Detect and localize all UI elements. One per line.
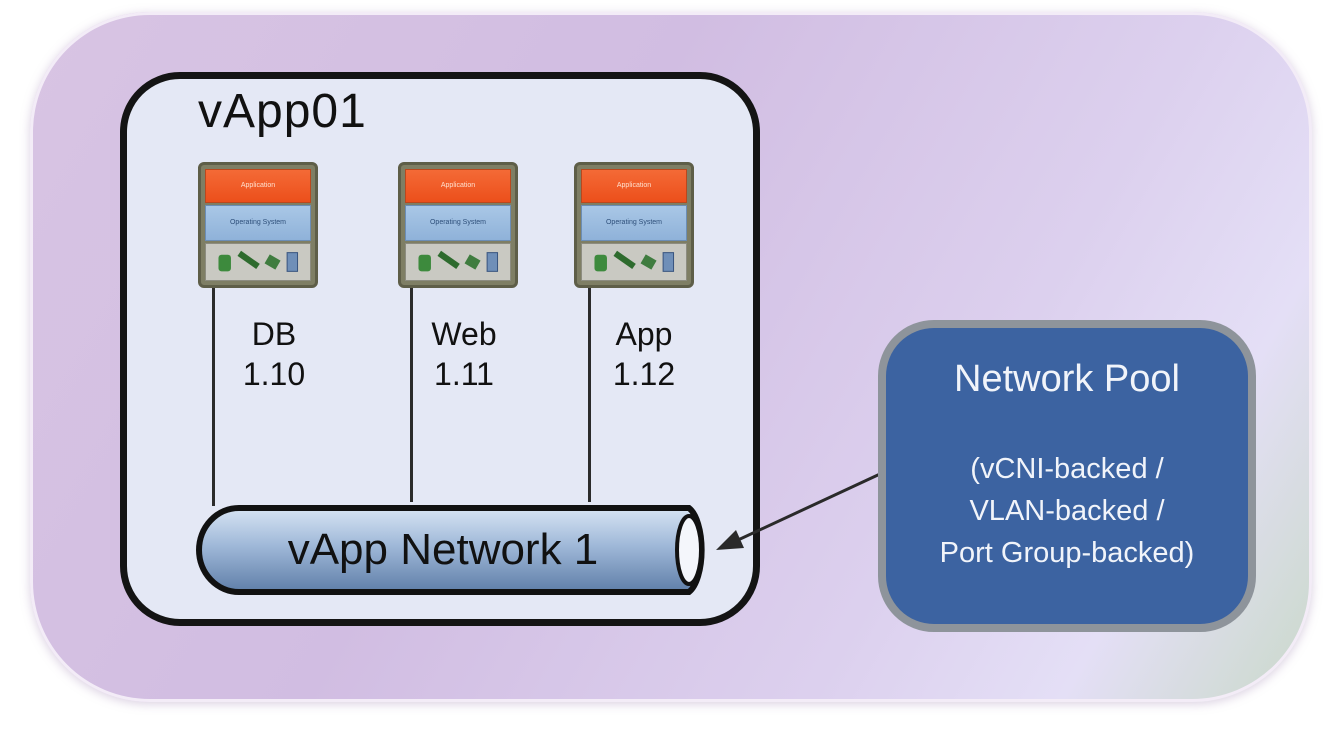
vm-web-connection-line [410, 286, 413, 502]
vm-app-connection-line [588, 286, 591, 502]
vm-db: Application Operating System [198, 162, 318, 288]
network-pool-title: Network Pool [954, 358, 1180, 400]
vm-web-hardware-icon [405, 243, 511, 281]
network-pool-line-3: Port Group-backed) [939, 537, 1195, 570]
vm-db-name: DB [251, 316, 297, 352]
network-pool-box: Network Pool (vCNI-backed / VLAN-backed … [878, 320, 1256, 632]
vapp-network-pipe: vApp Network 1 [196, 505, 705, 595]
vm-app-label: App 1.12 [594, 314, 694, 394]
vm-db-ip: 1.10 [242, 356, 306, 392]
vm-db-label: DB 1.10 [224, 314, 324, 394]
vm-db-os-layer: Operating System [205, 205, 311, 241]
vm-db-application-layer: Application [205, 169, 311, 203]
vm-db-hardware-icon [205, 243, 311, 281]
vm-web-os-layer: Operating System [405, 205, 511, 241]
network-pool-description: (vCNI-backed / VLAN-backed / Port Group-… [886, 448, 1248, 574]
network-pool-line-2: VLAN-backed / [969, 495, 1165, 528]
vm-db-connection-line [212, 286, 215, 506]
vm-app-application-layer: Application [581, 169, 687, 203]
vm-app-hardware-icon [581, 243, 687, 281]
vm-app: Application Operating System [574, 162, 694, 288]
vm-app-ip: 1.12 [612, 356, 676, 392]
vm-web: Application Operating System [398, 162, 518, 288]
vm-app-os-layer: Operating System [581, 205, 687, 241]
vm-app-name: App [615, 316, 673, 352]
vm-web-application-layer: Application [405, 169, 511, 203]
vapp-network-label: vApp Network 1 [288, 525, 599, 574]
vm-web-ip: 1.11 [434, 356, 494, 392]
vm-web-name: Web [431, 316, 497, 352]
vapp-title: vApp01 [198, 85, 367, 138]
vm-web-label: Web 1.11 [414, 314, 514, 394]
network-pool-line-1: (vCNI-backed / [970, 453, 1164, 485]
